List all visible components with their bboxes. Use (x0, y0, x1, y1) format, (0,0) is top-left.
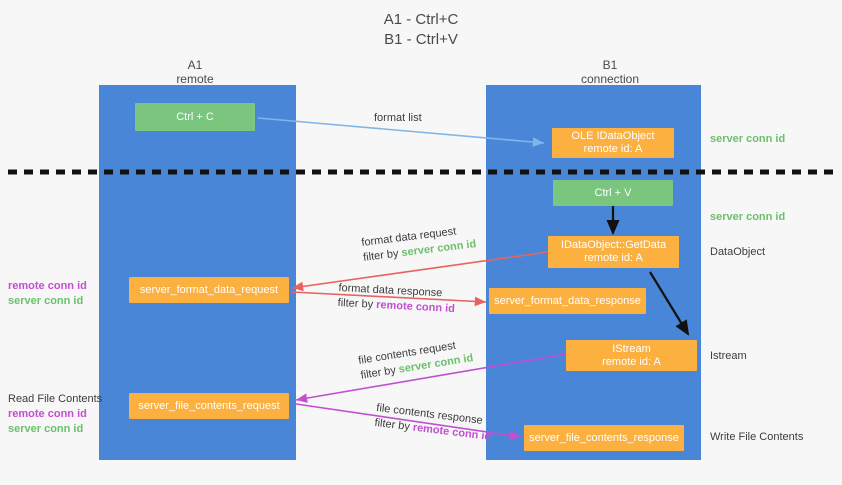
page-title: A1 - Ctrl+C B1 - Ctrl+V (0, 10, 842, 50)
node-server-format-data-request[interactable]: server_format_data_request (129, 277, 289, 303)
annotation-istream: Istream (710, 350, 747, 362)
node-getdata[interactable]: IDataObject::GetData remote id: A (548, 236, 679, 268)
node-server-format-data-request-label: server_format_data_request (139, 283, 279, 296)
annotation-read-file-contents-group: Read File Contents remote conn id server… (8, 392, 102, 437)
annotation-mid-remote-conn-id: remote conn id (8, 280, 87, 292)
arrow-format-data-response (291, 291, 487, 307)
edge-format-data-response-filter-value: remote conn id (375, 298, 456, 316)
node-server-file-contents-response[interactable]: server_file_contents_response (524, 425, 684, 451)
arrow-file-contents-request (295, 353, 567, 403)
arrow-format-data-request (291, 251, 549, 292)
column-b1-sub: connection (580, 72, 640, 86)
edge-format-data-response-filter-prefix: filter by (337, 296, 377, 311)
arrow-file-contents-response (295, 403, 522, 441)
annotation-low-remote-conn-id: remote conn id (8, 408, 87, 420)
node-istream-line1: IStream (612, 342, 651, 355)
column-header-a1: A1 remote (140, 58, 250, 86)
arrow-format-list (257, 117, 545, 147)
node-getdata-line1: IDataObject::GetData (560, 239, 667, 251)
node-server-format-data-response[interactable]: server_format_data_response (489, 288, 646, 314)
column-a1-name: A1 (187, 58, 203, 72)
column-header-b1: B1 connection (555, 58, 665, 86)
node-ctrl-v-label: Ctrl + V (594, 186, 632, 199)
annotation-server-conn-id-mid: server conn id (710, 211, 786, 223)
node-server-format-data-response-label: server_format_data_response (494, 294, 641, 307)
annotation-dataobject: DataObject (710, 246, 766, 258)
column-a1-sub: remote (176, 72, 214, 86)
arrow-getdata-to-istream (649, 271, 690, 336)
node-server-file-contents-request-label: server_file_contents_request (138, 399, 280, 412)
node-set-dataobject-line2: remote id: A (583, 143, 643, 155)
column-b1-name: B1 (602, 58, 618, 72)
edge-label-format-list: format list (374, 112, 422, 124)
node-ctrl-v[interactable]: Ctrl + V (553, 180, 673, 206)
title-line-2: B1 - Ctrl+V (384, 31, 458, 48)
node-set-dataobject-line1: OLE IDataObject (571, 130, 655, 142)
annotation-server-conn-id-top: server conn id (710, 133, 786, 145)
node-ctrl-c-label: Ctrl + C (176, 110, 214, 123)
title-line-1: A1 - Ctrl+C (383, 11, 459, 28)
annotation-low-server-conn-id: server conn id (8, 423, 84, 435)
annotation-mid-server-conn-id: server conn id (8, 295, 84, 307)
node-istream[interactable]: IStream remote id: A (566, 340, 697, 371)
annotation-mid-conn-ids: remote conn id server conn id (8, 279, 87, 309)
node-server-file-contents-response-label: server_file_contents_response (529, 431, 679, 444)
node-ctrl-c[interactable]: Ctrl + C (135, 103, 255, 131)
annotation-read-file-contents: Read File Contents (8, 393, 103, 405)
node-server-file-contents-request[interactable]: server_file_contents_request (129, 393, 289, 419)
annotation-write-file-contents: Write File Contents (710, 431, 804, 443)
edge-format-data-request-filter-prefix: filter by (362, 247, 403, 264)
edge-label-format-data-response: format data response filter by remote co… (337, 281, 456, 317)
edge-file-contents-response-filter-prefix: filter by (373, 416, 414, 434)
node-istream-line2: remote id: A (602, 355, 661, 368)
node-getdata-line2: remote id: A (584, 252, 643, 264)
node-set-dataobject[interactable]: OLE IDataObject remote id: A (552, 128, 674, 158)
